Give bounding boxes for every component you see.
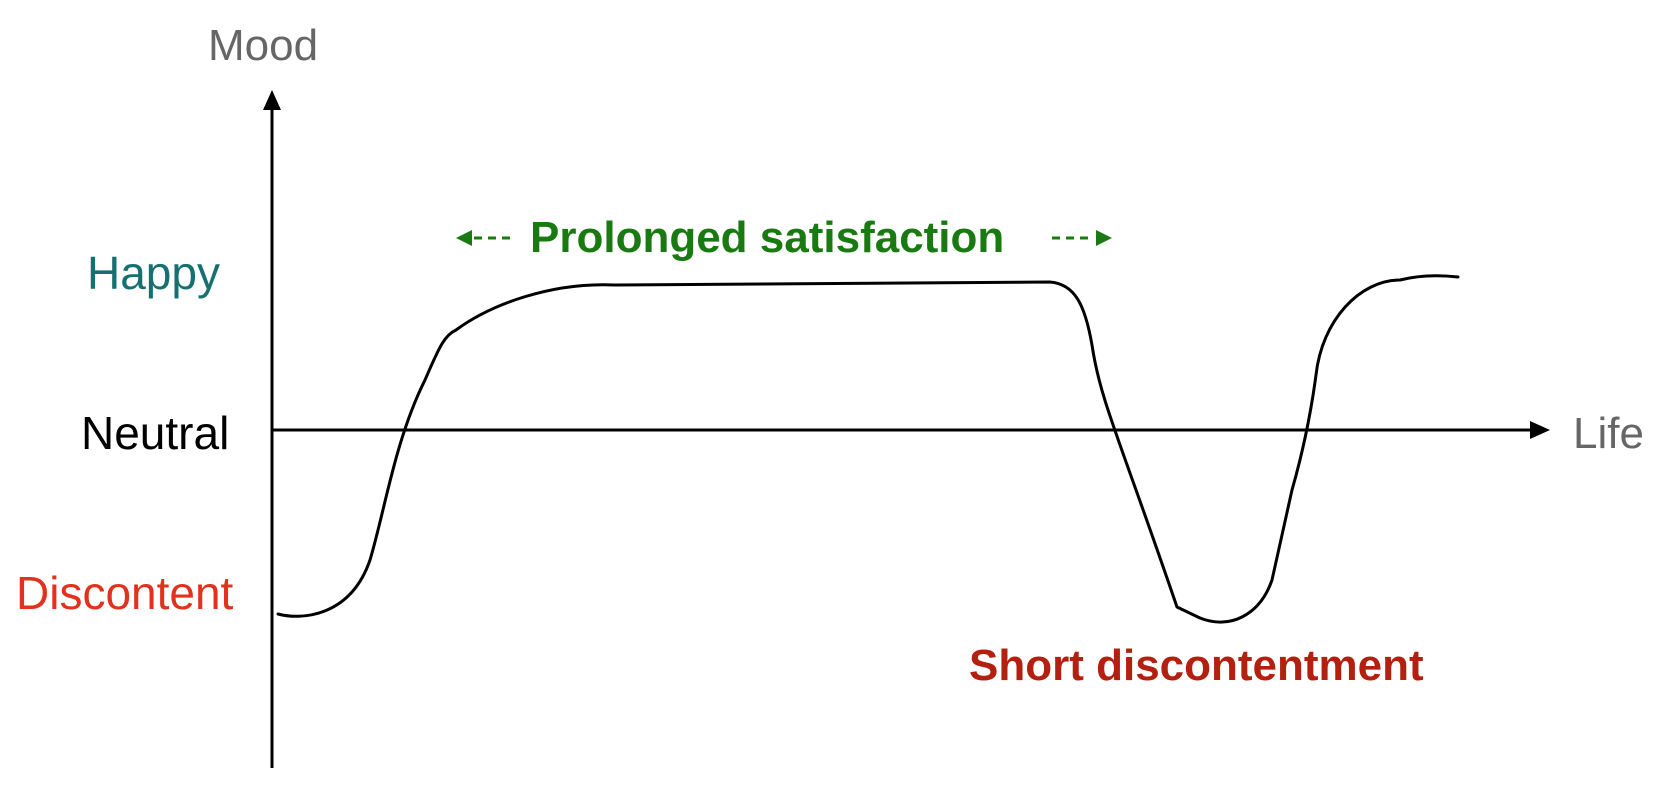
x-axis-title: Life [1573,409,1644,458]
short-discontentment-label: Short discontentment [969,641,1424,690]
prolonged-right-arrowhead [1096,230,1112,246]
level-neutral-label: Neutral [81,407,230,459]
y-axis-title: Mood [208,21,319,70]
prolonged-left-arrowhead [456,230,472,246]
level-discontent-label: Discontent [16,567,234,619]
x-axis-arrowhead [1530,421,1550,439]
prolonged-satisfaction-label: Prolonged satisfaction [530,213,1005,262]
y-axis-arrowhead [263,90,281,110]
mood-curve [276,274,1460,624]
level-happy-label: Happy [87,247,220,299]
